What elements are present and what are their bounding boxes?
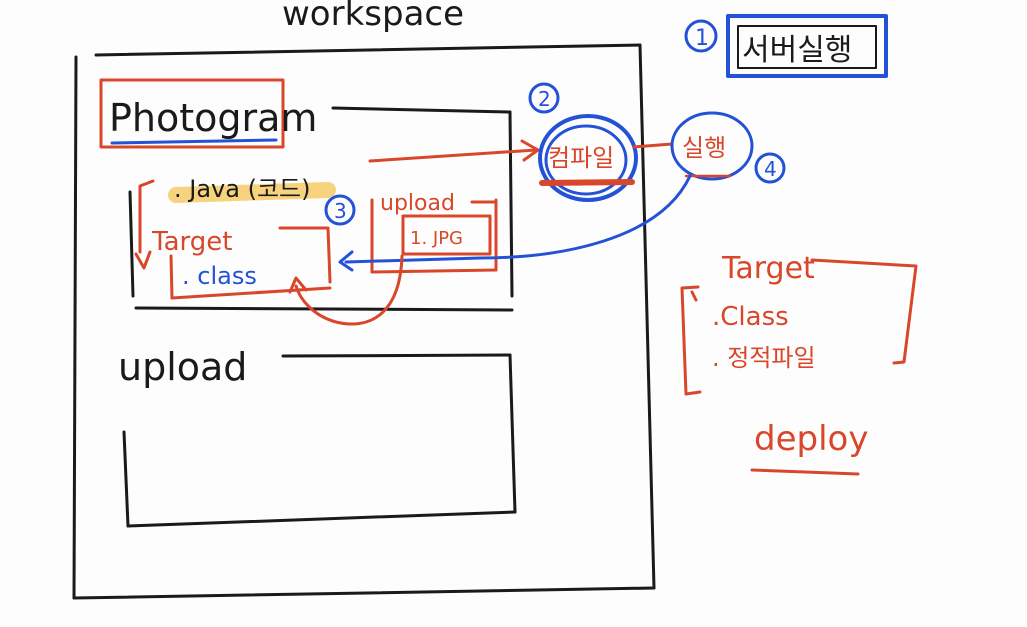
target-box-arrowhead <box>134 250 152 270</box>
compile-underline <box>539 179 635 186</box>
java-to-compile-arrowhead <box>520 139 540 162</box>
deploy-item-static: . 정적파일 <box>712 344 816 372</box>
java-to-compile-arrow <box>368 148 538 163</box>
execute-to-target-arrow <box>344 174 692 264</box>
step3-number: 3 <box>334 199 347 223</box>
deploy-label: deploy <box>754 419 868 459</box>
upload-to-target-arrowhead <box>288 276 308 294</box>
photogram-title: Photogram <box>109 96 317 140</box>
workspace-label: workspace <box>282 0 464 34</box>
step1-circle <box>684 19 718 53</box>
deploy-item-class: .Class <box>712 302 789 332</box>
deploy-target-bracket <box>680 258 918 396</box>
compile-label: 컴파일 <box>548 144 614 172</box>
target-box <box>138 179 332 300</box>
static-upload-file: 1. JPG <box>410 228 463 249</box>
upload-folder-label: upload <box>118 345 247 389</box>
upload-to-target-arrow <box>294 254 404 326</box>
java-highlight <box>168 182 336 203</box>
java-code-label: . Java (코드) <box>174 175 310 203</box>
step2-number: 2 <box>538 87 551 111</box>
static-upload-title: upload <box>380 191 455 216</box>
server-run-label: 서버실행 <box>742 33 852 68</box>
execute-to-target-arrowhead <box>338 250 354 272</box>
workspace-box <box>72 43 656 600</box>
execute-label: 실행 <box>682 134 726 162</box>
upload-folder-box <box>122 353 517 528</box>
step3-circle <box>324 194 356 226</box>
deploy-underline <box>750 468 860 476</box>
target-class-item: . class <box>182 262 257 290</box>
target-title: Target <box>151 227 232 257</box>
photogram-underline <box>110 138 278 145</box>
compile-circle-inner <box>544 124 628 196</box>
compile-circle <box>538 114 638 202</box>
photogram-title-box <box>99 78 285 149</box>
photogram-project-box <box>128 106 514 312</box>
step4-number: 4 <box>764 157 777 181</box>
execute-circle <box>670 111 754 181</box>
server-run-box-inner <box>737 25 877 69</box>
step2-circle <box>528 82 560 114</box>
step1-number: 1 <box>695 26 709 51</box>
server-run-box-outer <box>726 14 888 78</box>
deploy-target-title: Target <box>721 251 815 286</box>
step4-circle <box>754 152 786 184</box>
compile-to-execute-arrow <box>632 142 674 149</box>
